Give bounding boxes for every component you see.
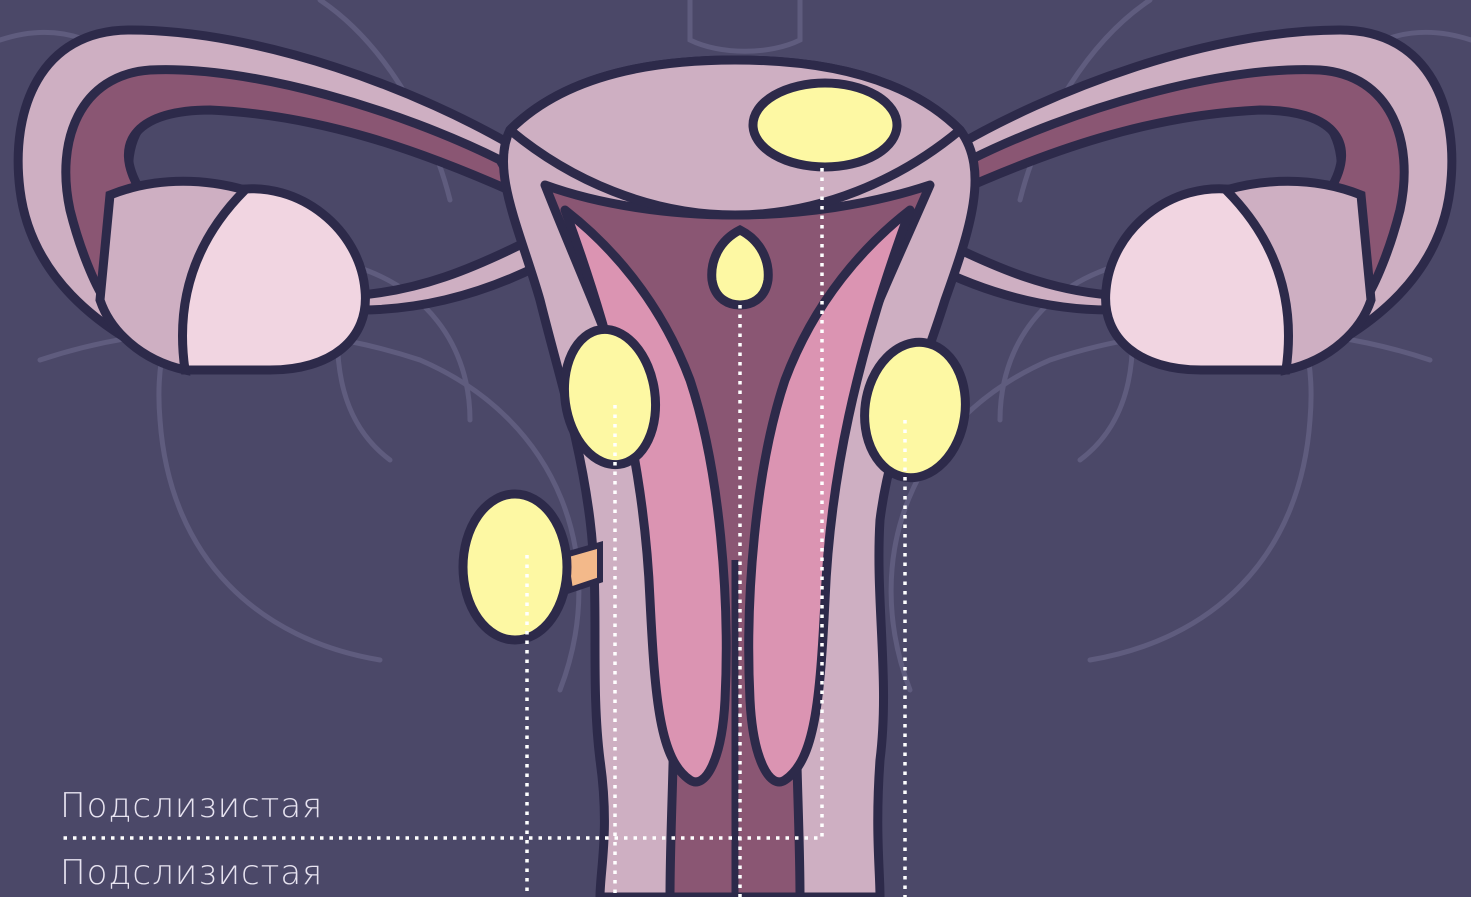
fibroid-type-label: Подслизистая bbox=[60, 853, 323, 893]
fibroid-pedunculated bbox=[463, 494, 567, 640]
fibroid-submucous-polyp bbox=[712, 230, 769, 305]
fibroid-type-label: Подслизистая bbox=[60, 786, 323, 826]
fibroid-subserous-top bbox=[753, 83, 897, 167]
